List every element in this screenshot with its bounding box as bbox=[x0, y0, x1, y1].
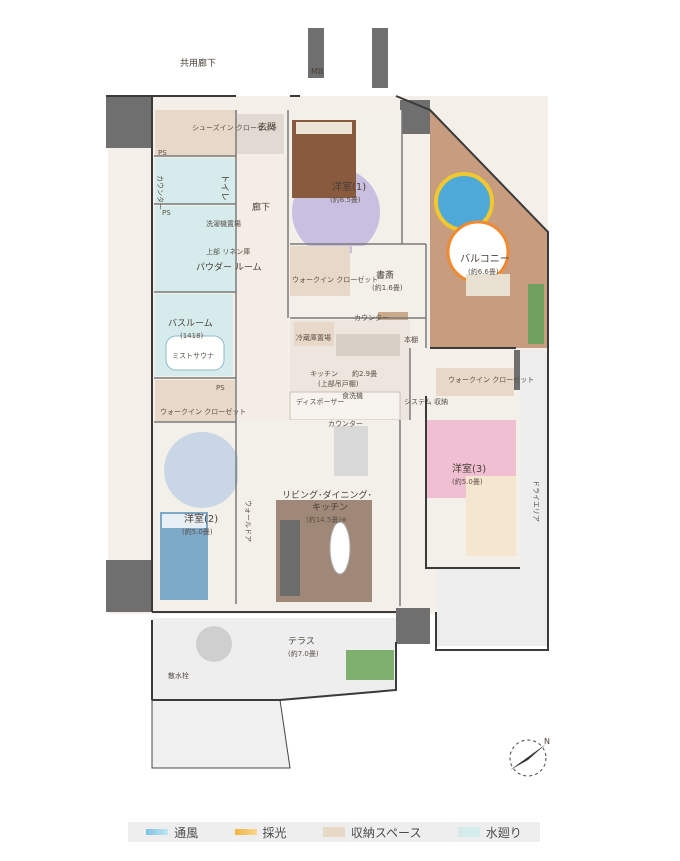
powder-room bbox=[155, 206, 235, 292]
label-toilet: トイレ bbox=[219, 174, 229, 201]
label-counter-study: カウンター bbox=[354, 313, 389, 322]
label-north: N bbox=[544, 737, 550, 746]
label-ps-2: PS bbox=[162, 209, 171, 217]
label-study-size: (約1.6畳) bbox=[372, 283, 403, 292]
toilet-room bbox=[155, 158, 235, 204]
legend: 通風 採光 収納スペース 水廻り bbox=[128, 822, 540, 842]
outer-walls bbox=[106, 95, 549, 701]
dining-table bbox=[334, 426, 368, 476]
label-balcony-size: (約6.6畳) bbox=[468, 267, 499, 276]
label-mb: MB bbox=[311, 67, 323, 76]
terrace-planters bbox=[346, 650, 394, 680]
storage-swatch-icon bbox=[322, 827, 345, 837]
label-counter-1: カウンター bbox=[156, 175, 165, 210]
label-washer: 洗濯機置場 bbox=[206, 219, 241, 228]
legend-item-water: 水廻り bbox=[457, 824, 522, 841]
label-ldk: リビング･ダイニング･ bbox=[282, 489, 372, 501]
sofa bbox=[280, 520, 300, 596]
walkin-closet-2 bbox=[155, 380, 235, 422]
label-kitchen: キッチン bbox=[310, 370, 338, 378]
label-study: 書斎 bbox=[376, 269, 394, 281]
label-room-1-size: (約6.5畳) bbox=[330, 195, 361, 204]
water-swatch-icon bbox=[457, 827, 480, 837]
dry-area bbox=[436, 350, 548, 646]
shoes-closet bbox=[155, 110, 237, 156]
label-bath-size: (1418) bbox=[180, 332, 204, 340]
terrace-table bbox=[196, 626, 232, 662]
structural-columns bbox=[106, 28, 536, 644]
study bbox=[352, 246, 426, 316]
label-kitchen-note: (上部吊戸棚) bbox=[318, 379, 359, 388]
pillow-room-1 bbox=[296, 122, 352, 134]
walkin-closet-3 bbox=[436, 368, 514, 396]
pillow-room-2 bbox=[162, 514, 206, 528]
label-disposer: ディスポーザー bbox=[296, 397, 344, 406]
interior-walls bbox=[154, 110, 427, 606]
label-walkin-2: ウォークイン クローゼット bbox=[160, 407, 246, 416]
label-walkin-1: ウォークイン クローゼット bbox=[292, 275, 378, 284]
label-counter-kitchen: カウンター bbox=[328, 419, 363, 428]
label-sauna: ミストサウナ bbox=[172, 352, 214, 360]
legend-label: 採光 bbox=[262, 825, 287, 840]
legend-item-ventilation: 通風 bbox=[146, 824, 198, 841]
walkin-closet-1 bbox=[290, 246, 350, 296]
genkan-floor bbox=[236, 114, 284, 154]
planters-balcony bbox=[528, 284, 544, 344]
legend-label: 通風 bbox=[174, 825, 199, 840]
label-ldk-2: キッチン bbox=[312, 502, 348, 513]
daylight-swatch-icon bbox=[234, 829, 257, 835]
label-shared-corridor: 共用廊下 bbox=[180, 57, 216, 69]
label-terrace-size: (約7.0畳) bbox=[288, 649, 319, 658]
label-powder: パウダー ルーム bbox=[196, 261, 262, 273]
label-fridge: 冷蔵庫置場 bbox=[296, 333, 331, 342]
fridge-space bbox=[294, 322, 334, 346]
kitchen-island bbox=[289, 391, 401, 421]
label-sprinkler: 散水栓 bbox=[168, 671, 189, 680]
label-balcony: バルコニー bbox=[460, 253, 510, 265]
label-system-storage: システム 収納 bbox=[404, 397, 448, 406]
label-dishwasher: 食洗機 bbox=[342, 391, 363, 400]
bed-room-3 bbox=[466, 476, 516, 556]
label-dry-area: ドライエリア bbox=[532, 480, 540, 522]
legend-item-storage: 収納スペース bbox=[322, 824, 422, 841]
label-kitchen-size: 約2.9畳 bbox=[352, 369, 377, 378]
label-shoes-closet: シューズイン クローゼット bbox=[192, 123, 278, 132]
coffee-table bbox=[329, 521, 351, 575]
rug-round-room-2 bbox=[164, 432, 240, 508]
label-ps-1: PS bbox=[158, 149, 167, 157]
label-room-3: 洋室(3) bbox=[452, 462, 486, 475]
label-bookshelf: 本棚 bbox=[404, 335, 418, 344]
north-arrow-icon: N bbox=[509, 737, 550, 777]
label-ldk-size: (約14.5畳)※ bbox=[306, 515, 347, 524]
label-room-2: 洋室(2) bbox=[184, 512, 218, 525]
label-walldoor: ウォールドア bbox=[244, 500, 252, 542]
label-genkan: 玄関 bbox=[258, 121, 276, 133]
label-terrace: テラス bbox=[288, 636, 315, 647]
bathtub bbox=[165, 335, 225, 371]
approach-steps bbox=[151, 699, 291, 769]
ventilation-swatch-icon bbox=[146, 829, 169, 835]
label-bath: バスルーム bbox=[168, 318, 213, 329]
legend-label: 収納スペース bbox=[350, 825, 422, 840]
label-ps-3: PS bbox=[216, 384, 225, 392]
legend-label: 水廻り bbox=[485, 825, 522, 840]
lounge-chairs bbox=[466, 274, 510, 296]
label-walkin-3: ウォークイン クローゼット bbox=[448, 375, 534, 384]
label-hallway: 廊下 bbox=[252, 201, 270, 213]
label-room-3-size: (約5.0畳) bbox=[452, 477, 483, 486]
legend-item-daylight: 採光 bbox=[234, 824, 287, 841]
label-room-2-size: (約5.0畳) bbox=[182, 527, 213, 536]
label-linen: 上部 リネン庫 bbox=[206, 247, 250, 256]
kitchen-counter-top bbox=[336, 334, 400, 356]
label-room-1: 洋室(1) bbox=[332, 180, 366, 193]
